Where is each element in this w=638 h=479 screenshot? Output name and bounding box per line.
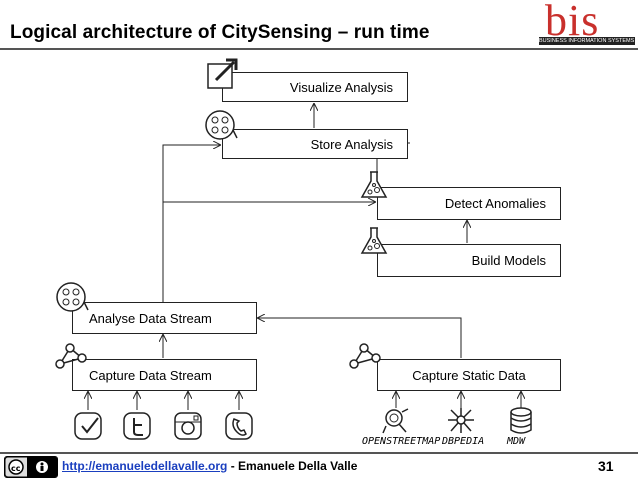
openstreetmap-icon (382, 408, 409, 434)
svg-text:cc: cc (11, 464, 21, 473)
film-reel-icon (56, 282, 89, 312)
bis-logo: bis BUSINESS INFORMATION SYSTEMS 2013 (537, 0, 637, 48)
footer-credit: http://emanueledellavalle.org - Emanuele… (62, 459, 357, 473)
instagram-icon (174, 412, 202, 440)
author-name: Emanuele Della Valle (238, 459, 358, 473)
capture-data-stream-box: Capture Data Stream (72, 359, 257, 391)
mdw-label: MDW (507, 436, 526, 447)
build-models-box: Build Models (377, 244, 561, 277)
creative-commons-badge: cc (4, 456, 58, 478)
detect-anomalies-box: Detect Anomalies (377, 187, 561, 220)
page-number: 31 (598, 458, 614, 474)
visualize-analysis-box: Visualize Analysis (222, 72, 408, 102)
analyse-data-stream-box: Analyse Data Stream (72, 302, 257, 334)
twitter-icon (123, 412, 151, 440)
title-divider (0, 48, 638, 50)
slide-title: Logical architecture of CitySensing – ru… (10, 22, 430, 43)
film-reel-icon (205, 110, 238, 140)
network-nodes-icon (55, 343, 87, 369)
logo-tagline: BUSINESS INFORMATION SYSTEMS 2013 (539, 37, 635, 45)
footer-separator: - (227, 459, 239, 473)
phone-icon (225, 412, 253, 440)
footer-divider (0, 452, 638, 454)
network-nodes-icon (349, 343, 381, 369)
store-analysis-box: Store Analysis (222, 129, 408, 159)
flask-icon (360, 227, 388, 254)
author-website-link[interactable]: http://emanueledellavalle.org (62, 459, 228, 473)
capture-static-data-box: Capture Static Data (377, 359, 561, 391)
mdw-database-icon (510, 407, 532, 434)
arrow-capture-static-to-analyse (258, 318, 462, 358)
dbpedia-label: DBPEDIA (442, 436, 485, 447)
openstreetmap-label: OPENSTREETMAP (362, 436, 441, 447)
share-arrow-icon (207, 58, 238, 89)
arrow-analyse-to-store (162, 145, 220, 302)
flask-icon (360, 171, 388, 198)
foursquare-checkin-icon (74, 412, 102, 440)
dbpedia-icon (448, 408, 474, 433)
